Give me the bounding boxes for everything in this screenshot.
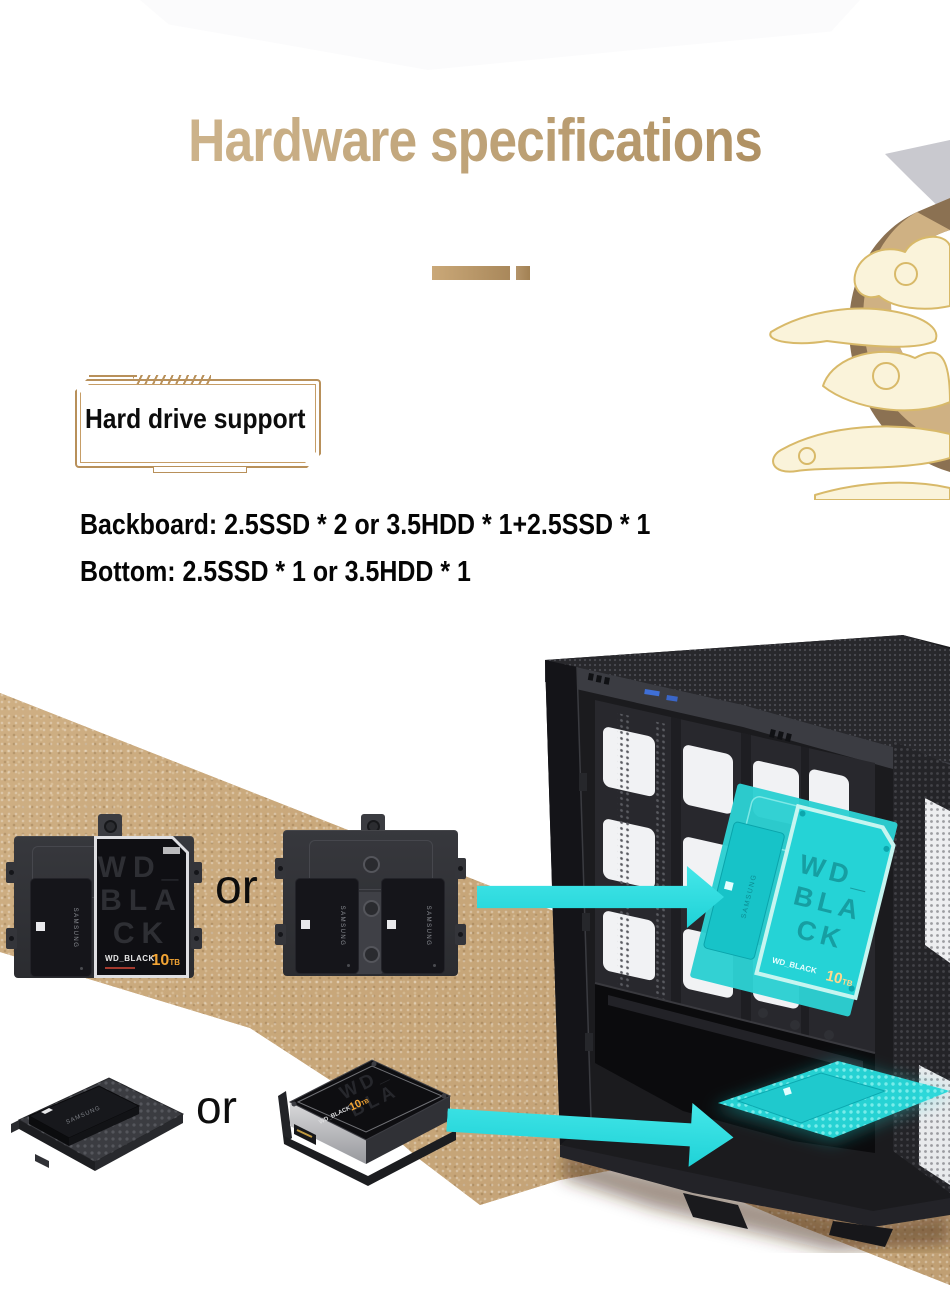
backboard-perforated-strip: [617, 712, 631, 1013]
case-foot: [829, 1221, 893, 1247]
tray-tab: [191, 862, 202, 883]
hdd-screws: [291, 1061, 447, 1107]
usb-port-icon: [644, 689, 660, 697]
hdd-minitag: [163, 847, 180, 854]
tray-tab: [275, 924, 286, 945]
tray-bracket: [11, 1120, 19, 1133]
tray-side-right: [95, 1114, 183, 1171]
tray-tab: [191, 928, 202, 949]
ssd-side-left: [29, 1116, 69, 1146]
hdd-model-label: WD_BLACK: [105, 954, 155, 963]
hdd-capacity: 10: [151, 952, 170, 969]
front-panel-perforation: [893, 741, 950, 1193]
hdd-bottom-frame: [284, 1130, 456, 1186]
cloud-decoration: [769, 140, 950, 500]
pc-case-image: SAMSUNG WD_ BLA CK WD_BLACK 10 TB: [545, 635, 950, 1251]
hdd-red-subline: [105, 967, 135, 969]
page-title: Hardware specifications: [67, 106, 884, 175]
hdd-label: WD_ BLA CK WD_BLACK 10TB: [97, 839, 186, 975]
title-underline-bar: [432, 266, 510, 280]
cloud-curl-3: [798, 447, 816, 465]
spec-line-backboard: Backboard: 2.5SSD * 2 or 3.5HDD * 1+2.5S…: [80, 509, 651, 541]
cloud-curl-2: [872, 362, 900, 390]
tray-tab: [6, 928, 17, 949]
spec-line-bottom: Bottom: 2.5SSD * 1 or 3.5HDD * 1: [80, 556, 471, 588]
highlighted-backboard-drives: SAMSUNG WD_ BLA CK WD_BLACK 10 TB: [690, 783, 898, 1017]
highlighted-hdd: [758, 808, 892, 996]
drive-option-hdd-ssd: SAMSUNG WD_ BLA CK WD_BLACK 10TB: [6, 800, 212, 990]
tray-mount-ear: [361, 814, 385, 840]
hdd-silver-side: [290, 1102, 366, 1164]
badge-label: Hard drive support: [85, 403, 306, 434]
spec-text-block: Backboard: 2.5SSD * 2 or 3.5HDD * 1+2.5S…: [80, 505, 785, 599]
hdd-capacity-unit: TB: [360, 1098, 370, 1107]
ssd-brand-label: SAMSUNG: [72, 907, 78, 948]
ssd-brand-label: SAMSUNG: [425, 905, 431, 947]
tray-molding: [309, 840, 433, 890]
samsung-ssd: SAMSUNG: [295, 878, 359, 974]
badge-hatch-decoration: [133, 375, 211, 384]
hdd-ghost-text: WD_: [97, 851, 186, 884]
hdd-capacity: 10: [824, 967, 844, 988]
title-underline-square: [516, 266, 530, 280]
tray-screw-hole: [363, 856, 380, 873]
pillar-hinges: [579, 773, 593, 1051]
case-foot: [683, 1193, 748, 1229]
cloud-puff-top: [853, 235, 950, 310]
drive-option-dual-ssd: SAMSUNG SAMSUNG: [275, 798, 483, 988]
tray-screw-hole: [363, 900, 380, 917]
rim-vents: [587, 673, 792, 742]
cavity-rail: [608, 995, 863, 1071]
ssd-side-right: [69, 1106, 139, 1146]
cloud-wisp-bottom: [814, 481, 950, 500]
tray-mount-ear: [98, 814, 122, 840]
top-wisp-decoration: [140, 0, 860, 70]
highlighted-bottom-ssd: [736, 1072, 887, 1124]
drive-option-bottom-hdd: WD_ BLA WD_BLACK 10 TB: [278, 1059, 456, 1186]
cloud-curl-1: [894, 262, 918, 286]
hdd-top-label: [288, 1059, 452, 1141]
gray-wedge-decoration: [885, 140, 950, 218]
ssd-logo-square: [41, 1108, 53, 1114]
hdd-connector-pins: [296, 1129, 313, 1138]
badge-step-decoration: [153, 467, 247, 473]
hdd-capacity-unit: TB: [169, 958, 180, 967]
case-bottom-frame: [560, 1145, 950, 1227]
hdd-capacity-unit: TB: [841, 977, 854, 988]
tray-tab: [455, 924, 466, 945]
samsung-ssd: SAMSUNG: [30, 878, 92, 977]
usb-port-icon: [666, 695, 678, 702]
tray-tab: [455, 858, 466, 879]
case-top-mesh: [545, 635, 950, 763]
hdd-frame-ear: [278, 1091, 292, 1144]
hdd-dark-side: [366, 1096, 450, 1164]
ssd-logo-square: [387, 920, 396, 930]
drive-option-bottom-ssd: SAMSUNG: [11, 1077, 185, 1171]
or-label-row1: or: [215, 861, 258, 914]
hdd-capacity: 10: [347, 1097, 363, 1113]
hdd-ghost-text: BLA: [100, 884, 183, 917]
samsung-ssd: SAMSUNG: [381, 878, 445, 974]
ssd-logo-square: [301, 920, 310, 930]
tray-side-left: [19, 1120, 95, 1171]
cavity-screw-holes: [758, 1008, 834, 1040]
tray-front-tab: [35, 1154, 49, 1168]
highlighted-ssd: [703, 821, 785, 960]
ssd-brand-label: SAMSUNG: [339, 905, 345, 947]
ssd-logo-square: [36, 921, 45, 931]
or-label-row2: or: [196, 1081, 237, 1133]
hdd-ghost-text: CK: [112, 917, 171, 950]
cloud-wisp-upper: [769, 307, 938, 348]
tray-tab: [275, 858, 286, 879]
cloud-wisp-lower: [772, 425, 950, 473]
badge-topline-decoration: [89, 375, 137, 377]
cloud-puff-mid: [822, 350, 950, 412]
wd-black-hdd: WD_ BLA CK WD_BLACK 10TB: [94, 836, 189, 978]
cavity-edge: [594, 982, 876, 1054]
backboard-perforated-strip: [655, 721, 665, 1020]
badge-inner-frame: [80, 384, 316, 463]
tray-tab: [6, 862, 17, 883]
section-badge: Hard drive support: [75, 375, 321, 473]
tray-screw-hole: [363, 946, 380, 963]
